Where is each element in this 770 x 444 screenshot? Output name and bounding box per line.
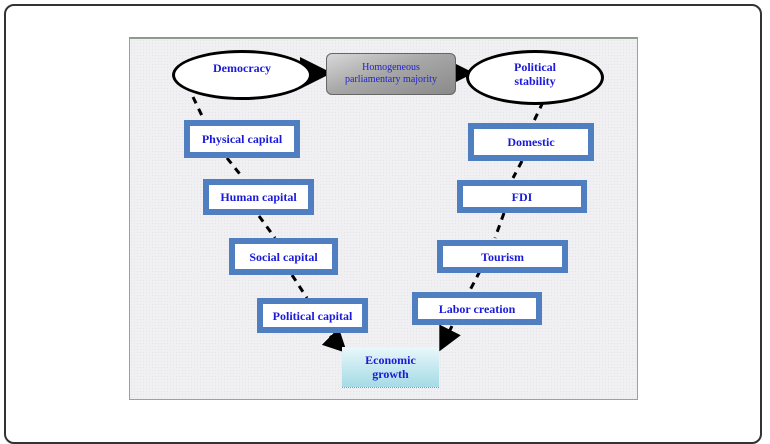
- link-tourism-labor: [466, 270, 482, 295]
- political-capital-node: Political capital: [257, 298, 368, 333]
- domestic-node: Domestic: [468, 123, 594, 161]
- majority-label-line1: Homogeneous: [362, 62, 420, 73]
- link-labor-growth: [439, 324, 461, 352]
- political-capital-label: Political capital: [272, 308, 353, 323]
- economic-growth-node: Economic growth: [342, 347, 439, 388]
- link-human-social: [257, 215, 277, 239]
- link-physical-human: [225, 157, 245, 179]
- link-fdi-tourism: [493, 212, 506, 239]
- physical-capital-node: Physical capital: [184, 120, 300, 158]
- link-political-growth: [321, 327, 348, 354]
- link-stability-domestic: [531, 101, 545, 124]
- labor-creation-node: Labor creation: [412, 292, 542, 325]
- democracy-label: Democracy: [213, 61, 271, 75]
- social-capital-node: Social capital: [229, 238, 338, 275]
- link-social-political: [290, 274, 309, 299]
- fdi-label: FDI: [511, 189, 533, 204]
- parliamentary-majority-node: Homogeneous parliamentary majority: [326, 53, 456, 95]
- labor-creation-label: Labor creation: [438, 301, 516, 316]
- political-stability-node: Political stability: [466, 50, 604, 105]
- human-capital-node: Human capital: [203, 179, 314, 215]
- human-capital-label: Human capital: [220, 190, 297, 204]
- stability-label-line1: Political: [514, 59, 556, 74]
- physical-capital-label: Physical capital: [201, 132, 283, 146]
- link-democracy-physical: [191, 96, 206, 121]
- tourism-label: Tourism: [481, 249, 524, 264]
- tourism-node: Tourism: [437, 240, 568, 273]
- democracy-node: Democracy: [172, 50, 312, 100]
- stability-label-line2: stability: [514, 73, 556, 88]
- fdi-node: FDI: [457, 180, 587, 213]
- growth-label-line2: growth: [372, 367, 409, 381]
- link-domestic-fdi: [511, 160, 524, 179]
- social-capital-label: Social capital: [249, 249, 318, 264]
- majority-label-line2: parliamentary majority: [345, 74, 437, 85]
- growth-label-line1: Economic: [365, 353, 416, 367]
- domestic-label: Domestic: [507, 135, 555, 149]
- connector-layer: [191, 57, 545, 354]
